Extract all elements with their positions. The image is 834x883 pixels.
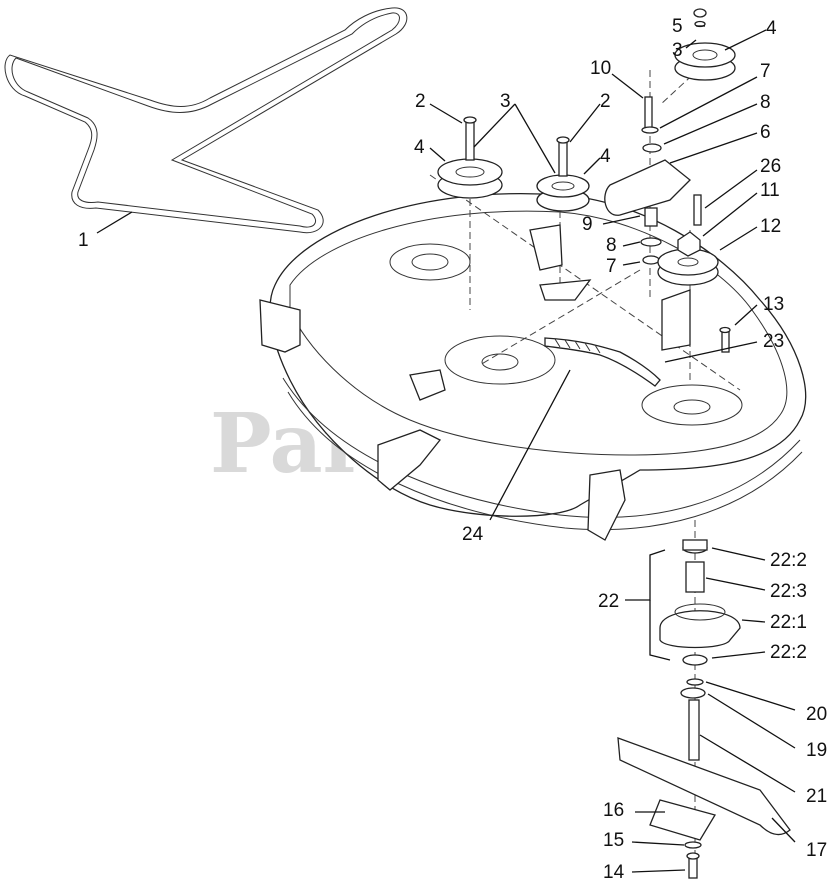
callout-12: 12	[760, 216, 781, 237]
bolt-left[interactable]	[463, 116, 477, 161]
callout-26: 26	[760, 156, 781, 177]
deck-pulley[interactable]	[657, 194, 719, 351]
callout-4-left: 4	[414, 137, 425, 158]
spindle-assembly[interactable]	[659, 539, 741, 761]
callout-8-upper: 8	[760, 92, 771, 113]
blade-washer[interactable]	[684, 841, 702, 849]
blade-plate[interactable]	[649, 799, 716, 841]
callout-22-1: 22:1	[770, 612, 807, 633]
callout-1: 1	[78, 230, 89, 251]
idler-pulley-left[interactable]	[437, 158, 503, 199]
callout-3-top: 3	[672, 40, 683, 61]
assembly-line	[659, 67, 701, 106]
drive-belt[interactable]	[4, 7, 408, 234]
nut-top[interactable]	[693, 8, 707, 28]
idler-pulley-center[interactable]	[536, 174, 590, 212]
assembly-line	[479, 269, 641, 366]
callout-14: 14	[603, 862, 625, 883]
bolt-13[interactable]	[719, 326, 731, 353]
callout-23: 23	[763, 331, 784, 352]
callout-19: 19	[806, 740, 827, 761]
callout-17: 17	[806, 840, 827, 861]
callout-9: 9	[582, 214, 593, 235]
mower-blade[interactable]	[617, 737, 791, 836]
callout-11: 11	[760, 180, 780, 201]
callout-2-center: 2	[600, 91, 611, 112]
callout-6: 6	[760, 122, 771, 143]
callout-24: 24	[462, 524, 484, 545]
callout-4-top: 4	[766, 18, 777, 39]
callout-22: 22	[598, 591, 619, 612]
callout-10: 10	[590, 58, 611, 79]
callout-21: 21	[806, 786, 827, 807]
callout-4-center: 4	[600, 146, 611, 167]
callout-5: 5	[672, 16, 683, 37]
callout-2-left: 2	[415, 91, 426, 112]
callout-22-2-lower: 22:2	[770, 642, 807, 663]
tension-spring[interactable]	[544, 337, 661, 387]
idler-arm[interactable]	[604, 96, 691, 265]
callout-13: 13	[763, 294, 784, 315]
idler-pulley-top[interactable]	[674, 42, 736, 81]
blade-bolt[interactable]	[686, 852, 700, 879]
bracket[interactable]	[529, 224, 592, 301]
callout-16: 16	[603, 800, 624, 821]
callout-22-2-upper: 22:2	[770, 550, 807, 571]
callout-7-lower: 7	[606, 256, 617, 277]
callout-22-3: 22:3	[770, 581, 807, 602]
bolt-center[interactable]	[556, 136, 570, 177]
callout-3-center: 3	[500, 91, 511, 112]
callout-15: 15	[603, 830, 624, 851]
leader-lines	[96, 25, 796, 873]
callout-20: 20	[806, 704, 827, 725]
callout-7-upper: 7	[760, 61, 771, 82]
callout-8-lower: 8	[606, 235, 617, 256]
